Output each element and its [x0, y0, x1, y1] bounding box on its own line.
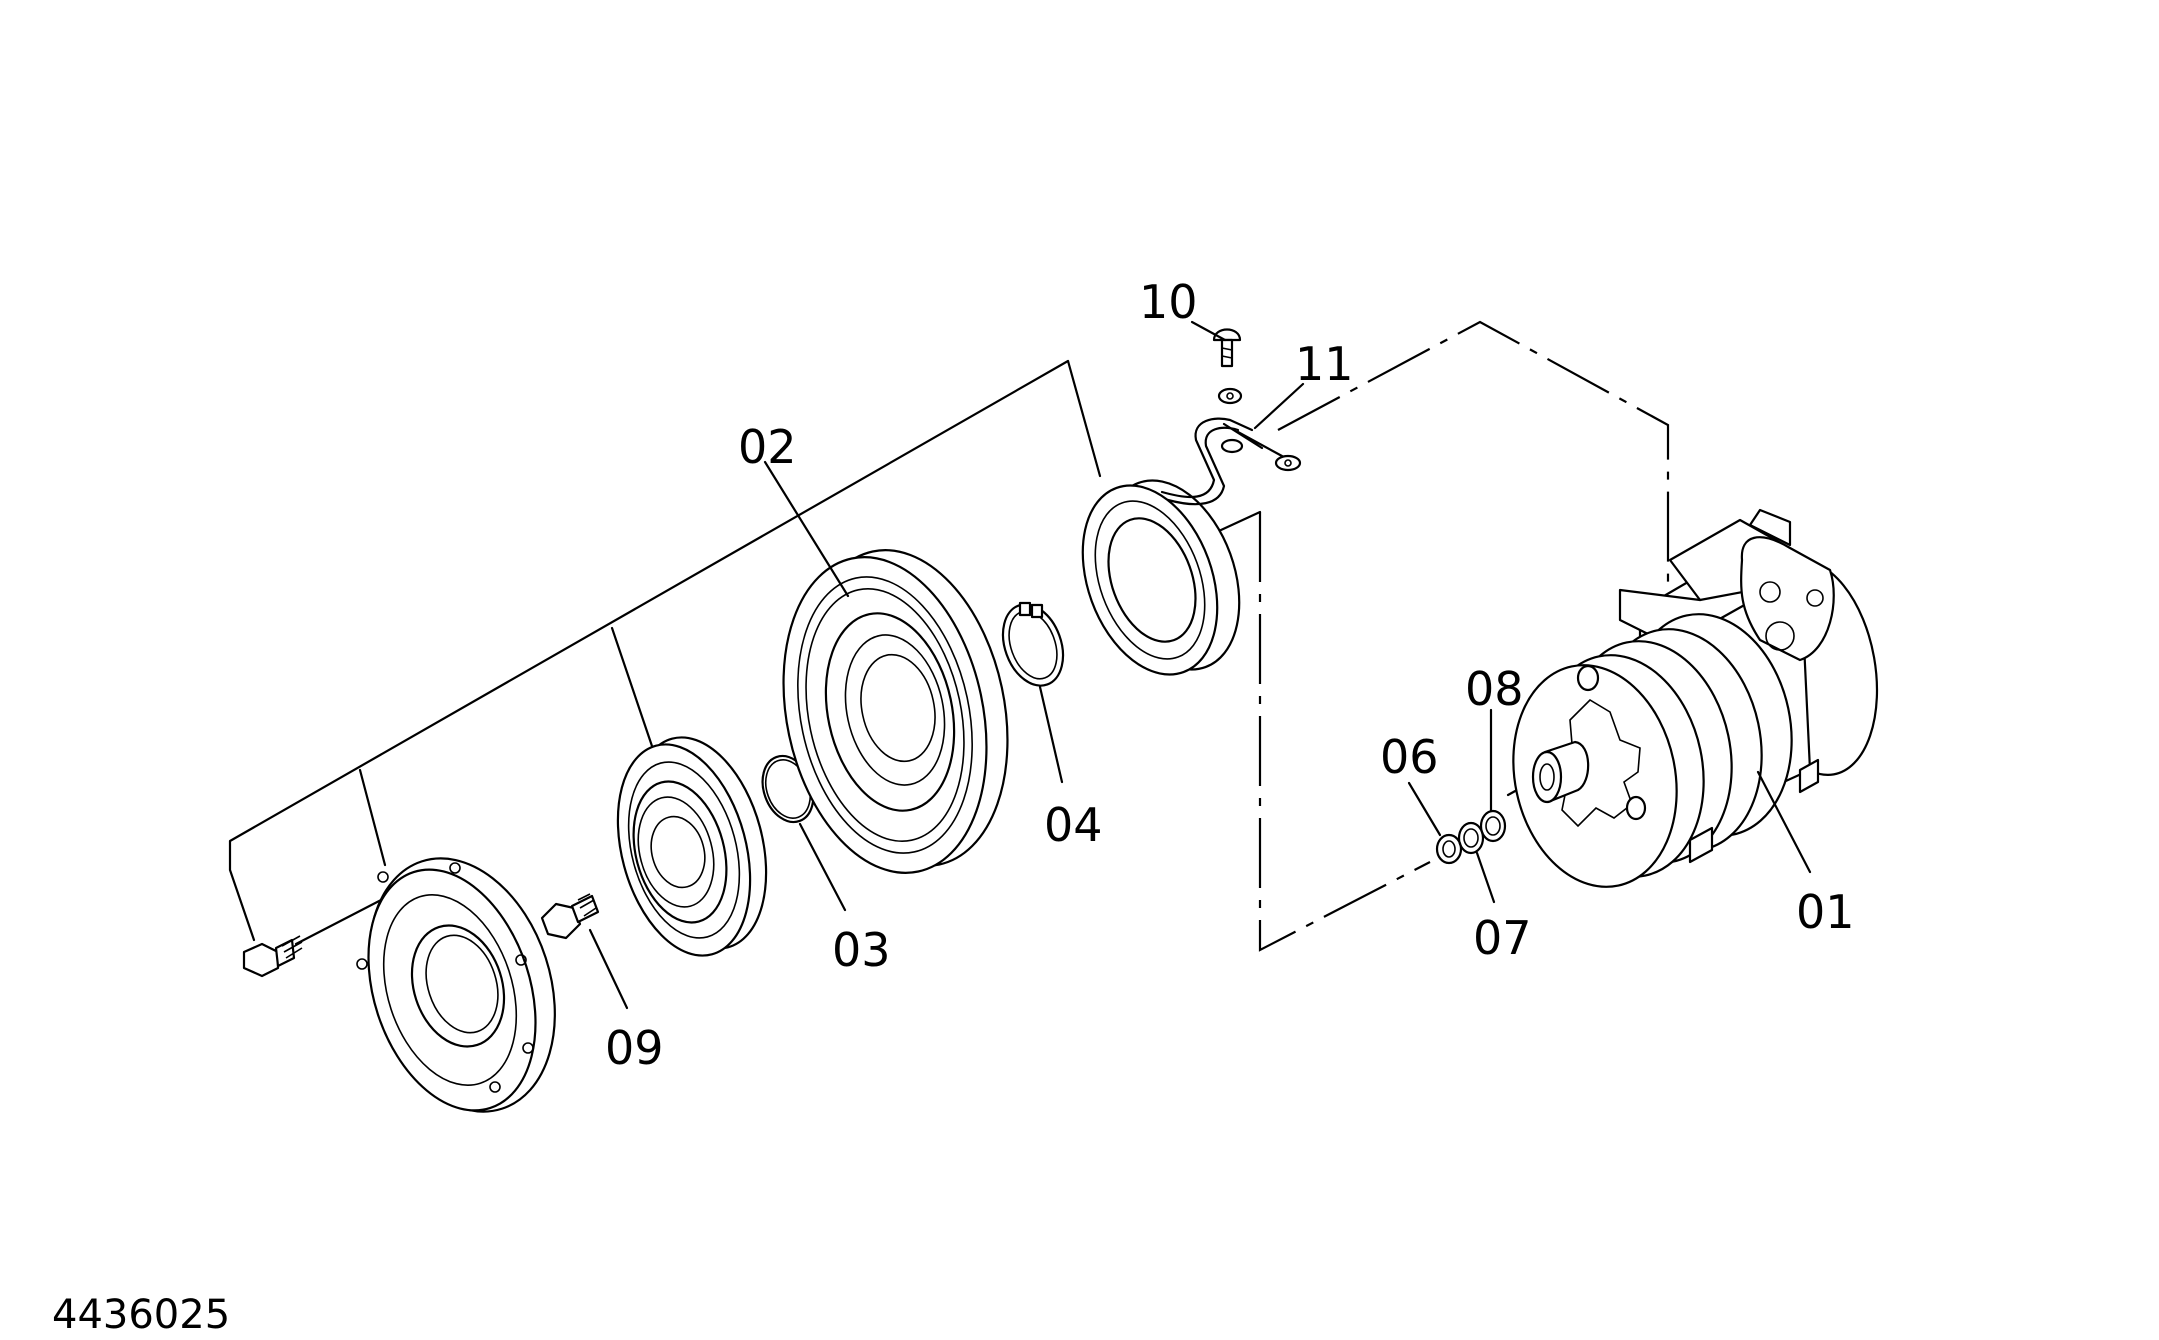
pulley-02 [782, 549, 1009, 874]
callout-04: 04 [1044, 798, 1103, 852]
callout-11: 11 [1295, 337, 1354, 391]
callout-03: 03 [832, 923, 891, 977]
callout-06: 06 [1380, 730, 1439, 784]
cover-plate [356, 857, 556, 1113]
snap-ring-04 [1001, 601, 1065, 687]
callout-08: 08 [1465, 662, 1524, 716]
callout-07: 07 [1473, 911, 1532, 965]
document-number: 4436025 [52, 1292, 230, 1338]
bolt-left [242, 935, 303, 978]
bolt-09 [540, 893, 600, 940]
leader-lines [588, 320, 1812, 1010]
ring-08 [1479, 809, 1507, 843]
hub-plate [616, 736, 768, 957]
field-coil [1081, 387, 1302, 676]
callout-10: 10 [1139, 275, 1198, 329]
callout-02: 02 [738, 420, 797, 474]
compressor-body-01 [1512, 508, 1879, 888]
callout-01: 01 [1796, 885, 1855, 939]
callout-09: 09 [605, 1021, 664, 1075]
ring-06 [1435, 833, 1463, 865]
ring-07 [1457, 821, 1485, 855]
assembly-bracket-left [228, 359, 1102, 942]
